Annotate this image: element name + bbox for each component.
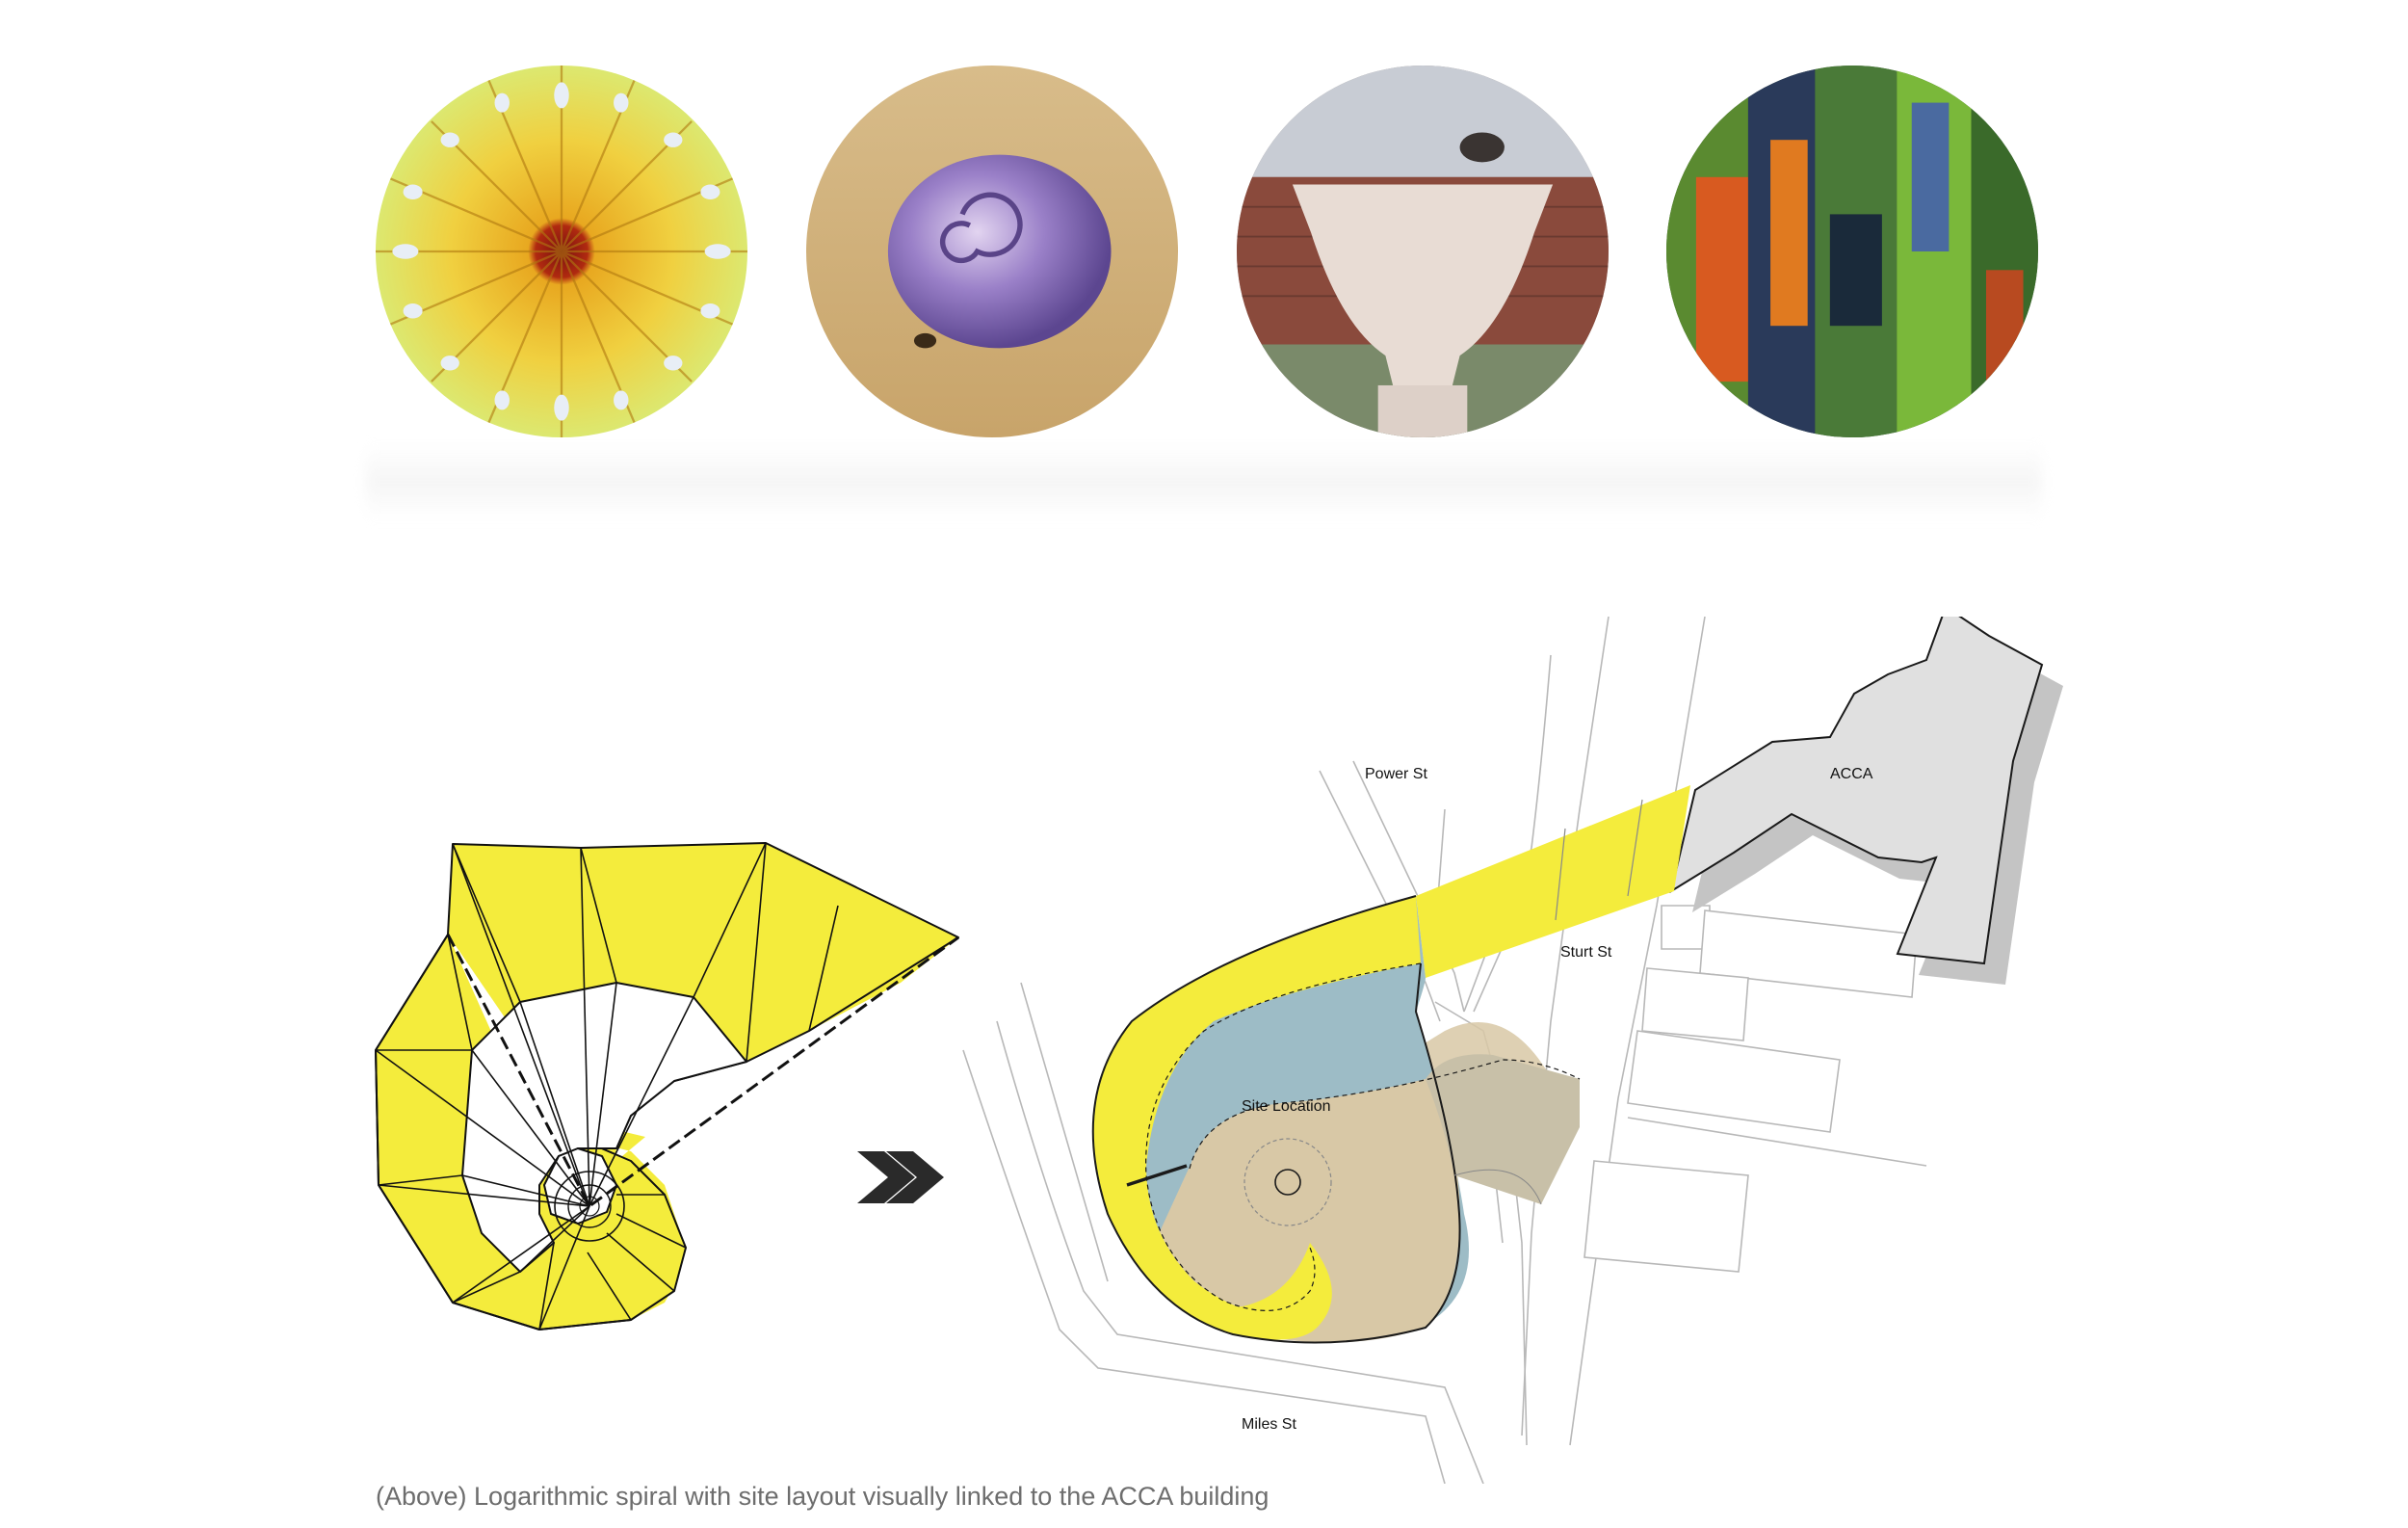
site-diagram: Power St ACCA Sturt St Site Location Mil… (375, 617, 2063, 1484)
logarithmic-spiral (375, 842, 959, 1330)
sturt-st-label: Sturt St (1560, 944, 1612, 961)
acca-label: ACCA (1830, 766, 1873, 782)
miles-st-label: Miles St (1242, 1416, 1296, 1433)
power-st-label: Power St (1365, 766, 1427, 782)
map-labels: Power St ACCA Sturt St Site Location Mil… (1242, 766, 1873, 1433)
photo-shadow (366, 443, 2042, 520)
double-chevron-right-icon (857, 1151, 944, 1203)
figure-caption: (Above) Logarithmic spiral with site lay… (376, 1482, 1269, 1511)
bark-photo (1666, 66, 2038, 437)
shell-photo (806, 66, 1178, 437)
site-spiral (1091, 785, 1690, 1344)
urn-photo (1237, 66, 1609, 437)
building-blocks (1584, 905, 1927, 1273)
acca-building (1669, 617, 2063, 985)
flower-photo (376, 66, 747, 437)
site-location-label: Site Location (1242, 1098, 1331, 1115)
